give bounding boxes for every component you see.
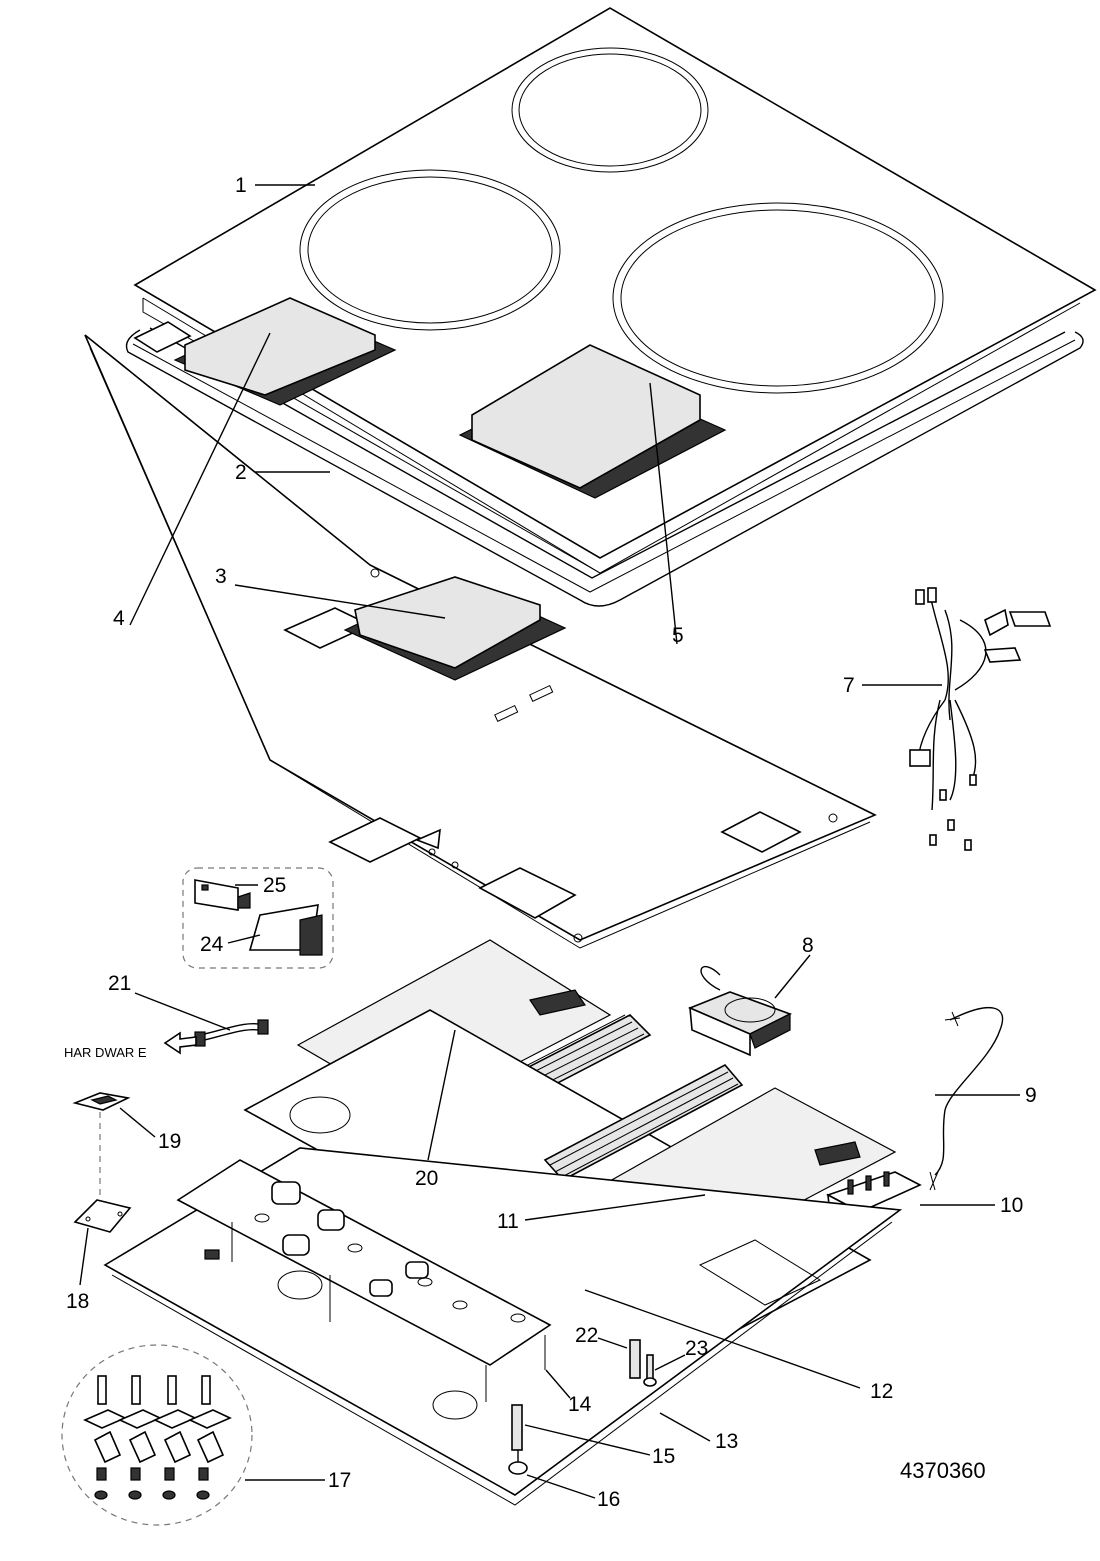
- callout-20: 20: [415, 1167, 438, 1190]
- callout-16: 16: [597, 1488, 620, 1511]
- callout-10: 10: [1000, 1194, 1023, 1217]
- part-15-spring: [511, 1404, 523, 1451]
- callout-8: 8: [802, 934, 814, 957]
- callout-13: 13: [715, 1430, 738, 1453]
- hardware-arrow-icon: [163, 1031, 197, 1055]
- part-2-frame-seal: [125, 327, 1084, 607]
- callout-24: 24: [200, 933, 224, 956]
- hardware-note: HAR DWAR E: [64, 1045, 147, 1060]
- part-9-earth-wire: [929, 1006, 1004, 1191]
- part-23-screw: [643, 1354, 657, 1387]
- callout-11: 11: [497, 1210, 519, 1233]
- part-16-foot: [508, 1450, 528, 1475]
- large-induction-coil: [458, 344, 727, 499]
- callout-7: 7: [843, 674, 855, 697]
- callout-9: 9: [1025, 1084, 1037, 1107]
- callout-21: 21: [108, 972, 131, 995]
- callout-14: 14: [568, 1393, 592, 1416]
- callout-18: 18: [66, 1290, 89, 1313]
- part-4-induction-coil: [173, 297, 397, 406]
- callout-17: 17: [328, 1469, 351, 1492]
- callout-1: 1: [235, 174, 247, 197]
- part-18-bracket: [73, 1199, 132, 1233]
- drawing-number: 4370360: [900, 1458, 986, 1483]
- part-17-hardware-kit: [61, 1344, 253, 1526]
- callout-19: 19: [158, 1130, 181, 1153]
- callout-25: 25: [263, 874, 286, 897]
- part-22-spring: [629, 1339, 641, 1379]
- callout-5: 5: [672, 624, 684, 647]
- callout-22: 22: [575, 1324, 598, 1347]
- part-14-control-board: [176, 1159, 552, 1402]
- parts-24-25-inset: [182, 867, 334, 969]
- leader-lines: [79, 184, 1020, 1499]
- part-8-fan: [687, 965, 793, 1057]
- callout-15: 15: [652, 1445, 675, 1468]
- callout-4: 4: [113, 607, 125, 630]
- part-21-ribbon-cable: [194, 1019, 269, 1047]
- part-7-wiring-harness: [909, 587, 1052, 851]
- part-3-induction-coil: [343, 576, 567, 681]
- callout-3: 3: [215, 565, 227, 588]
- part-19-clip: [72, 1092, 131, 1111]
- callout-labels: 1 2 3 4 5 7 8 9 10 11 12 13 14 15 16 17 …: [66, 174, 1037, 1511]
- callout-2: 2: [235, 461, 247, 484]
- part-1-glass-top: [133, 7, 1097, 574]
- callout-23: 23: [685, 1337, 708, 1360]
- callout-12: 12: [870, 1380, 893, 1403]
